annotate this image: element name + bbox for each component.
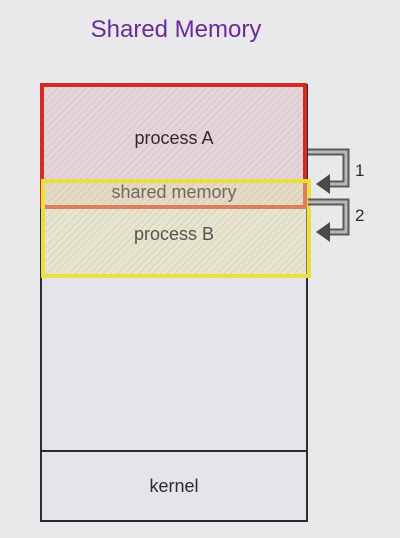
process-a-label: process A <box>134 128 214 148</box>
step-1-number: 1 <box>355 161 365 180</box>
process-b-label: process B <box>133 224 215 244</box>
diagram-title: Shared Memory <box>90 16 262 43</box>
step-2-arrow <box>308 198 350 242</box>
step-2-number: 2 <box>355 206 365 225</box>
process-a-region <box>40 83 307 209</box>
shared-memory-label: shared memory <box>111 182 237 202</box>
process-b-region <box>41 179 311 278</box>
kernel-divider <box>40 450 308 452</box>
step-1-arrow <box>308 148 350 194</box>
kernel-label: kernel <box>149 476 199 496</box>
